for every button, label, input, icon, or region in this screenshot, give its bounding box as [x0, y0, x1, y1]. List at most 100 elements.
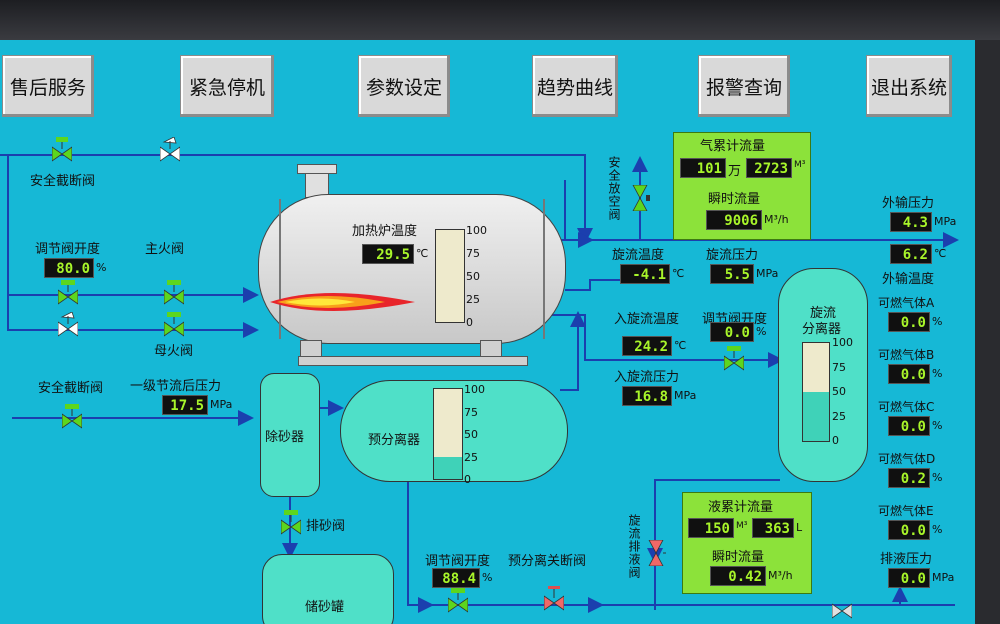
gas-c-label: 可燃气体C [878, 400, 935, 414]
heater-base [298, 356, 528, 366]
safety-relief-valve-small-icon[interactable] [160, 137, 180, 163]
gas-e-value: 0.0 [888, 520, 930, 540]
after-sales-button[interactable]: 售后服务 [2, 55, 94, 117]
cyclone-temp-value: -4.1 [620, 264, 670, 284]
reg-valve-open-bottom-unit: % [482, 571, 493, 584]
inlet-cyclone-temp-value: 24.2 [622, 336, 672, 356]
gas-e-unit: % [932, 523, 943, 536]
bypass-relief-valve-icon[interactable] [58, 312, 78, 338]
param-settings-button[interactable]: 参数设定 [358, 55, 450, 117]
heater-temp-label: 加热炉温度 [352, 224, 418, 239]
gas-a-label: 可燃气体A [878, 296, 935, 310]
gas-b-value: 0.0 [888, 364, 930, 384]
gauge-tick-label: 0 [464, 473, 471, 486]
safety-shutoff-valve-left-icon[interactable] [62, 404, 82, 430]
heater-furnace [258, 194, 566, 344]
cyclone-drain-valve-label: 旋流排液阀 [627, 514, 641, 579]
drain-pressure-unit: MPa [932, 571, 955, 584]
gas-e-label: 可燃气体E [878, 504, 934, 518]
sand-drain-valve-label: 排砂阀 [306, 519, 346, 534]
cyclone-temp-label: 旋流温度 [612, 248, 665, 263]
cyclone-drain-valve-icon[interactable] [646, 540, 666, 566]
pre-separator-level-fill [434, 389, 462, 457]
alarm-query-button[interactable]: 报警查询 [698, 55, 790, 117]
inlet-cyclone-pressure-value: 16.8 [622, 386, 672, 406]
gas-b-label: 可燃气体B [878, 348, 935, 362]
cyclone-regulating-valve-icon[interactable] [724, 346, 744, 372]
heater-level-gauge [435, 229, 465, 323]
pilot-fire-valve-label: 母火阀 [154, 344, 194, 359]
safety-shutoff-valve-left-label: 安全截断阀 [38, 381, 104, 396]
stage1-pressure-value: 17.5 [162, 395, 208, 415]
reg-valve-open-mid-value: 0.0 [710, 322, 754, 342]
sand-drain-valve-icon[interactable] [281, 510, 301, 536]
desander-vessel [260, 373, 320, 497]
gauge-tick-label: 0 [466, 316, 473, 329]
export-pressure-value: 4.3 [890, 212, 932, 232]
gas-d-value: 0.2 [888, 468, 930, 488]
gauge-tick-label: 75 [832, 361, 846, 374]
gauge-tick-label: 25 [466, 293, 480, 306]
gauge-tick-label: 50 [832, 385, 846, 398]
gauge-tick-label: 25 [832, 410, 846, 423]
gas-total-wan-unit: 万 [728, 164, 742, 179]
burner-flame-icon [270, 293, 415, 311]
export-temp-unit: ℃ [934, 247, 947, 260]
main-fire-valve-label: 主火阀 [145, 242, 185, 257]
heater-temp-unit: ℃ [416, 247, 429, 260]
liquid-inst-flow-unit: M³/h [768, 569, 793, 582]
liquid-inst-flow-label: 瞬时流量 [712, 550, 765, 565]
cyclone-pressure-unit: MPa [756, 267, 779, 280]
gauge-tick-label: 75 [464, 406, 478, 419]
cyclone-temp-unit: ℃ [672, 267, 685, 280]
liquid-total-m3-unit: M³ [736, 521, 748, 531]
reg-valve-open-left-label: 调节阀开度 [35, 242, 101, 257]
gas-inst-flow-label: 瞬时流量 [708, 192, 761, 207]
safety-relief-valve-icon[interactable] [630, 185, 650, 211]
heater-level-fill [436, 230, 464, 322]
cyclone-level-gauge [802, 342, 830, 442]
gas-total-wan-value: 101 [680, 158, 726, 178]
gas-c-unit: % [932, 419, 943, 432]
sand-tank-label: 储砂罐 [305, 600, 345, 615]
main-fire-valve-icon[interactable] [164, 280, 184, 306]
liquid-total-flow-label: 液累计流量 [708, 500, 774, 515]
reg-valve-open-left-value: 80.0 [44, 258, 94, 278]
gauge-tick-label: 25 [464, 451, 478, 464]
monitor-bezel-right [975, 40, 1000, 624]
sand-tank-vessel [262, 554, 394, 624]
safety-shutoff-valve-top-label: 安全截断阀 [30, 174, 96, 189]
cyclone-pressure-label: 旋流压力 [706, 248, 759, 263]
inlet-cyclone-temp-unit: ℃ [674, 339, 687, 352]
safety-shutoff-valve-icon[interactable] [52, 137, 72, 163]
gas-a-unit: % [932, 315, 943, 328]
heater-chimney-cap [297, 164, 337, 174]
export-pressure-unit: MPa [934, 215, 957, 228]
stage1-pressure-label: 一级节流后压力 [130, 379, 222, 394]
reg-valve-open-bottom-label: 调节阀开度 [425, 554, 491, 569]
cyclone-level-fill [803, 343, 829, 392]
drain-pressure-label: 排液压力 [880, 552, 933, 567]
trend-curve-button[interactable]: 趋势曲线 [532, 55, 618, 117]
gauge-tick-label: 100 [466, 224, 487, 237]
monitor-bezel-top [0, 0, 1000, 40]
pre-separator-shutoff-valve-icon[interactable] [544, 586, 564, 612]
drain-line-valve-icon[interactable] [832, 600, 852, 624]
pilot-fire-valve-icon[interactable] [164, 312, 184, 338]
gauge-tick-label: 50 [466, 270, 480, 283]
gas-c-value: 0.0 [888, 416, 930, 436]
exit-system-button[interactable]: 退出系统 [866, 55, 952, 117]
regulating-valve-icon[interactable] [58, 280, 78, 306]
gauge-tick-label: 100 [464, 383, 485, 396]
cyclone-separator-label-line1: 旋流 [810, 306, 837, 321]
pre-separator-label: 预分离器 [368, 433, 421, 448]
reg-valve-open-bottom-value: 88.4 [432, 568, 480, 588]
bottom-regulating-valve-icon[interactable] [448, 588, 468, 614]
cyclone-separator-label-line2: 分离器 [802, 322, 842, 337]
pre-separator-shutoff-label: 预分离关断阀 [508, 554, 587, 569]
desander-label: 除砂器 [265, 430, 305, 445]
safety-relief-valve-label: 安全放空阀 [607, 156, 621, 221]
emergency-stop-button[interactable]: 紧急停机 [180, 55, 274, 117]
gauge-tick-label: 75 [466, 247, 480, 260]
gas-d-label: 可燃气体D [878, 452, 936, 466]
